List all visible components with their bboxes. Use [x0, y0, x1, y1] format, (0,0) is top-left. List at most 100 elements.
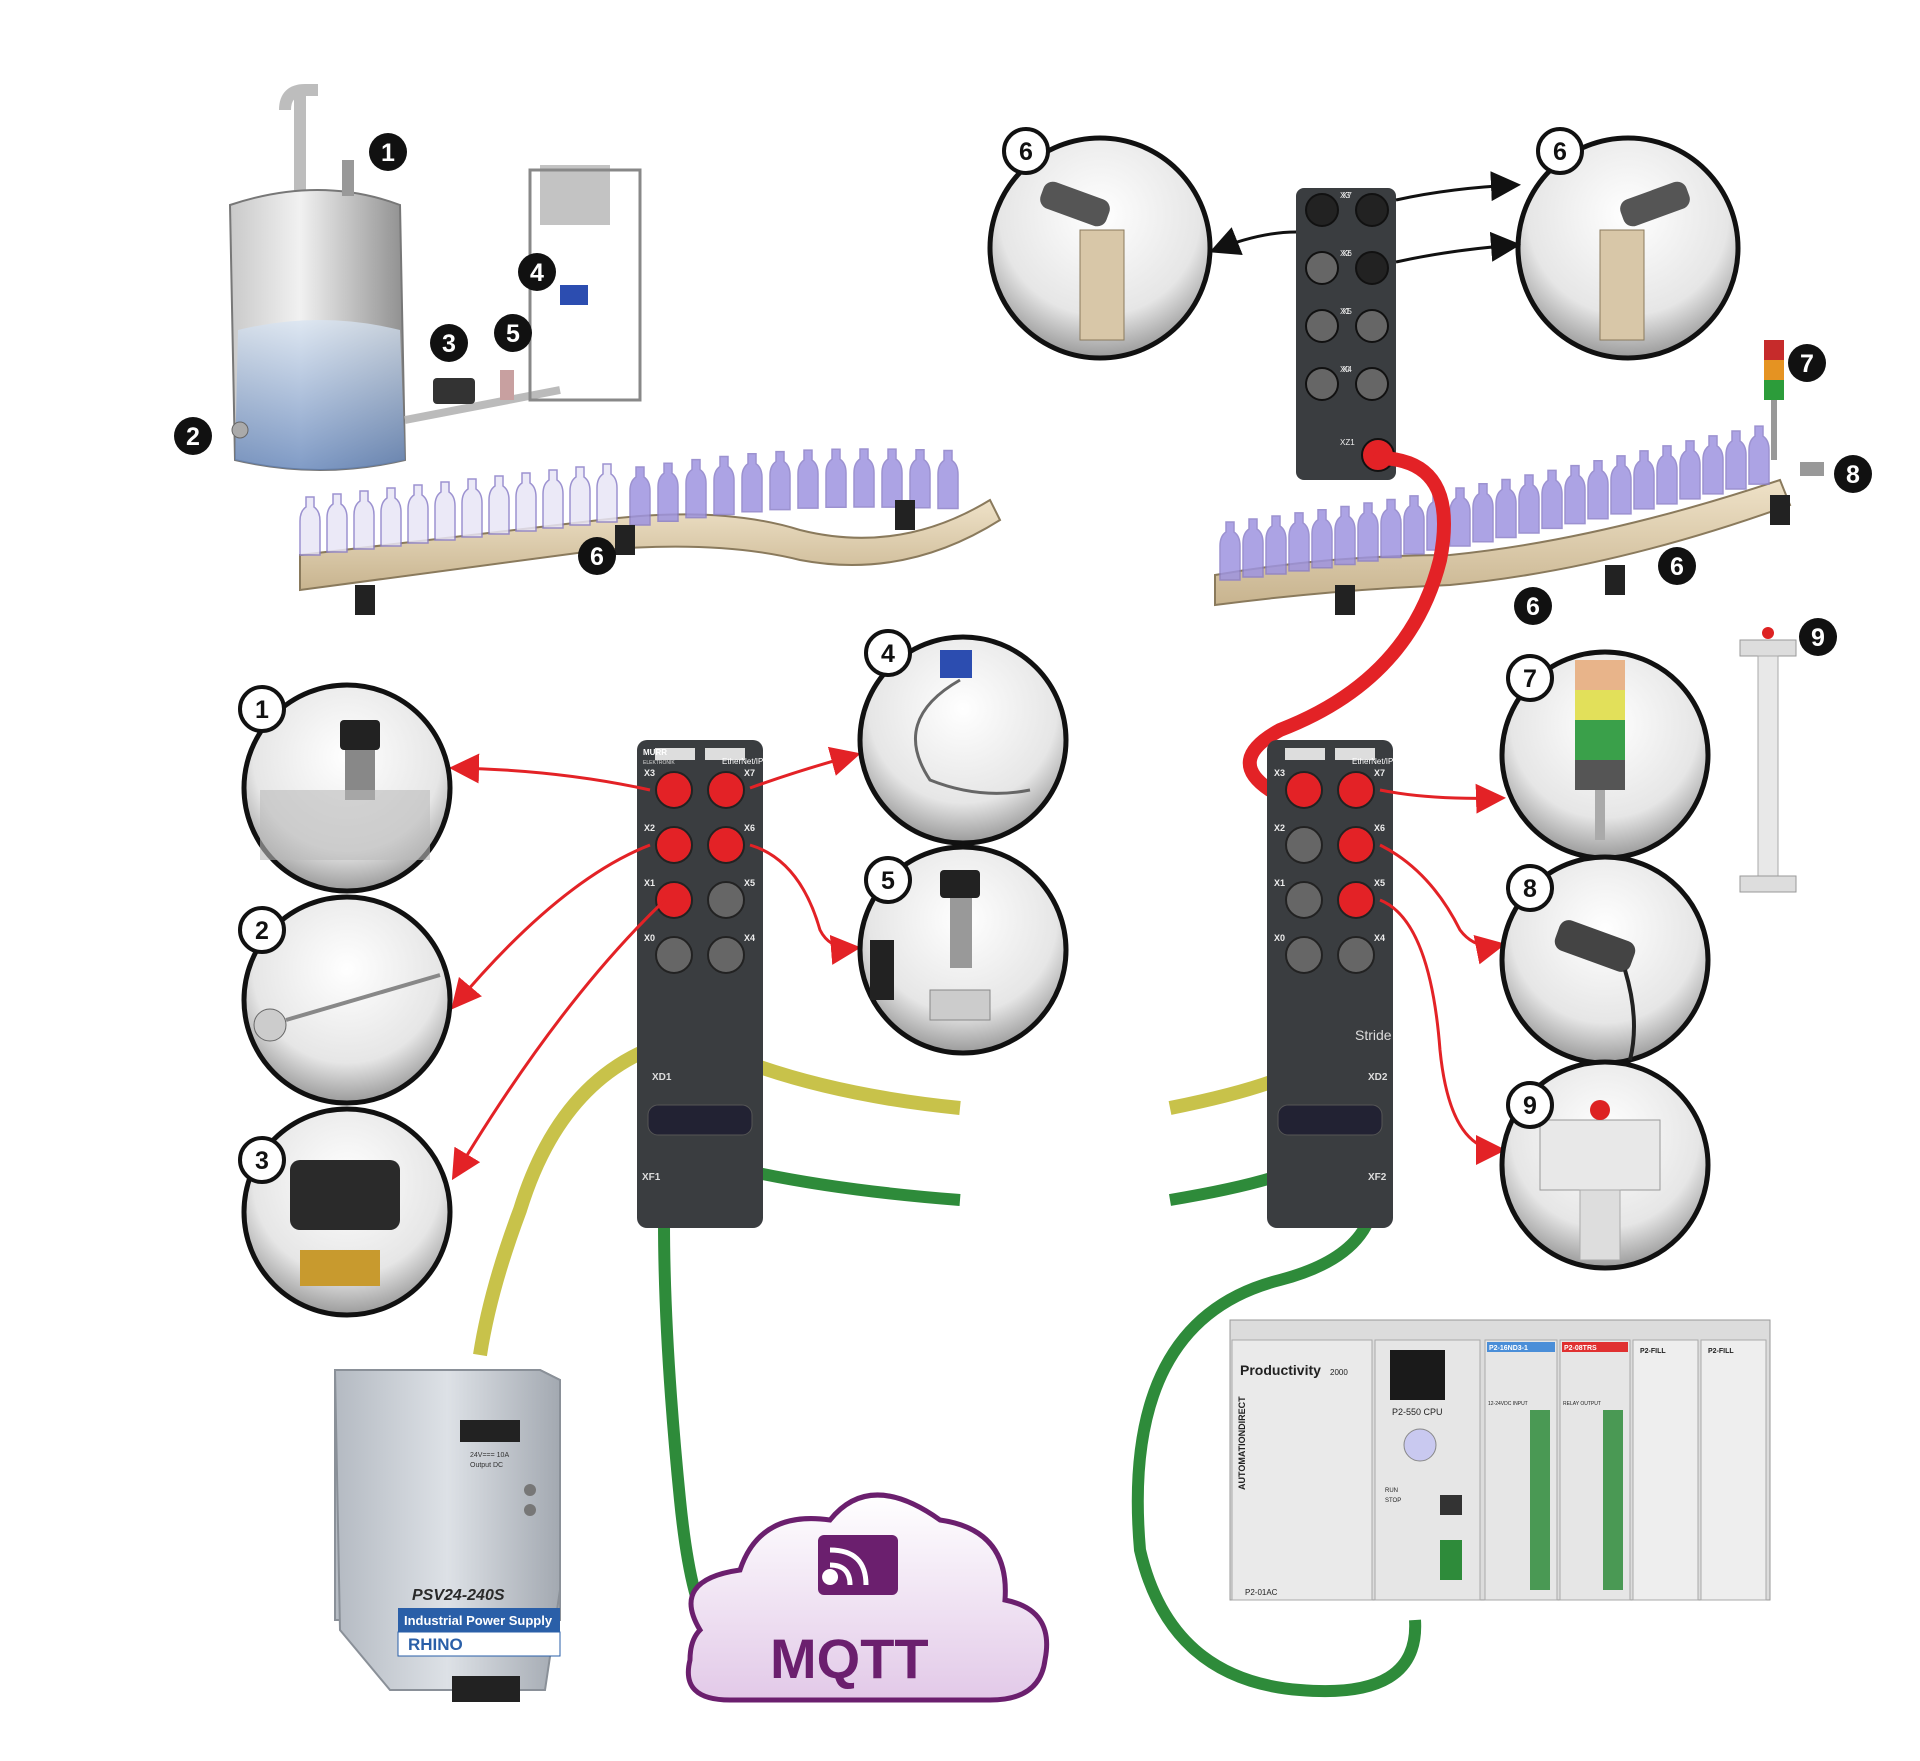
plc-fill-1: P2-FILL — [1640, 1348, 1666, 1355]
flow-sensor-icon — [500, 370, 514, 400]
bottle-icon — [1403, 495, 1425, 555]
temperature-probe-icon — [231, 421, 249, 439]
port-x2 — [1305, 251, 1339, 285]
callout-badge — [494, 314, 532, 352]
bottle-icon — [299, 496, 321, 556]
power-supply: 24V=== 10A Output DC PSV24-240S Industri… — [333, 1369, 561, 1702]
callout-badge — [238, 1136, 286, 1184]
port-label: X1 — [1340, 307, 1350, 316]
port-x6 — [707, 826, 745, 864]
callout-badge — [1506, 1081, 1554, 1129]
device-bubble-5 — [857, 844, 1069, 1056]
plc-rack: Productivity 2000 AUTOMATIONDIRECT P2-01… — [1229, 1319, 1771, 1601]
port-label: X7 — [1374, 768, 1385, 778]
bottle-icon — [1495, 478, 1517, 539]
bottle-icon — [1679, 440, 1701, 500]
plc-fill-2: P2-FILL — [1708, 1348, 1734, 1355]
bottle-icon — [1656, 445, 1678, 505]
level-sensor-icon — [342, 160, 354, 196]
plc-stop: STOP — [1385, 1498, 1401, 1504]
stack-light-top — [1764, 340, 1784, 460]
callout-number: 6 — [1526, 593, 1540, 621]
ps-output: Output DC — [470, 1462, 503, 1469]
port-label: X0 — [1340, 365, 1350, 374]
bottle-icon — [380, 487, 402, 547]
proximity-sensor-top — [1800, 462, 1824, 476]
device-bubble-3 — [241, 1106, 453, 1318]
plc-series: 2000 — [1330, 1368, 1348, 1377]
port-x4 — [1337, 936, 1375, 974]
port-x5 — [707, 881, 745, 919]
io-right-uplink-2: XF2 — [1368, 1172, 1387, 1183]
yellow-cable-ethernet-left — [732, 1051, 961, 1115]
port-x0 — [655, 936, 693, 974]
bottle-icon — [1518, 474, 1540, 534]
mqtt-logo-icon — [818, 1535, 898, 1595]
io-right-uplink-1: XD2 — [1368, 1072, 1388, 1083]
callout-badge — [238, 685, 286, 733]
callout-number: 6 — [1553, 138, 1567, 166]
port-x3 — [655, 771, 693, 809]
callout-number: 8 — [1846, 461, 1860, 489]
bottle-icon — [1702, 435, 1724, 495]
bottle-icon — [326, 493, 348, 553]
bottle-icon — [741, 452, 763, 513]
bottle-icon — [434, 481, 456, 541]
port-label: X5 — [1342, 307, 1352, 316]
bottle-icon — [769, 450, 791, 511]
port-label: X3 — [1340, 191, 1350, 200]
conveyor-left — [299, 448, 1002, 615]
bottle-icon — [797, 449, 819, 509]
callout-number: 3 — [442, 330, 456, 358]
callout-badge — [1506, 864, 1554, 912]
port-x4 — [1355, 367, 1389, 401]
mqtt-cloud: MQTT — [686, 1492, 1050, 1703]
callout-badge — [1514, 587, 1552, 625]
bottle-icon — [1265, 515, 1287, 575]
callout-badge — [1788, 344, 1826, 382]
port-x7 — [1337, 771, 1375, 809]
port-label: X7 — [744, 768, 755, 778]
callout-badge — [430, 324, 468, 362]
bottle-icon — [461, 478, 483, 538]
bottle-icon — [1541, 469, 1563, 530]
plc-power-module — [1231, 1339, 1373, 1601]
callout-badge — [174, 417, 212, 455]
io-left-brand: MURR — [643, 748, 667, 757]
port-label: X2 — [1274, 823, 1285, 833]
bottle-icon — [1633, 450, 1655, 510]
io-left-brand-sub: ELEKTRONIK — [643, 760, 675, 766]
plc-run: RUN — [1385, 1488, 1398, 1494]
port-label: X4 — [1342, 365, 1352, 374]
port-x3 — [1285, 771, 1323, 809]
port-x6 — [1337, 826, 1375, 864]
device-bubble-2 — [241, 894, 453, 1106]
callout-number: 1 — [381, 139, 395, 167]
port-x1 — [655, 881, 693, 919]
plc-relay-caption: RELAY OUTPUT — [1563, 1401, 1601, 1407]
callout-number: 8 — [1523, 875, 1537, 903]
sensor-bubble-6-left — [987, 135, 1213, 361]
callout-number: 2 — [186, 423, 200, 451]
bottle-icon — [685, 458, 707, 519]
port-label: XZ1 — [1340, 438, 1355, 447]
io-block-left: MURR ELEKTRONIK EtherNet/IP X3X2X1X0X7X6… — [637, 740, 763, 1228]
io-left-uplink-2: XF1 — [642, 1172, 661, 1183]
bottle-icon — [909, 448, 931, 509]
bottle-icon — [596, 463, 618, 523]
estop-pedestal — [1739, 627, 1797, 893]
plc-relay-label: P2-08TRS — [1564, 1345, 1597, 1352]
bottle-icon — [881, 448, 903, 508]
port-x2 — [655, 826, 693, 864]
port-x7 — [1355, 193, 1389, 227]
plc-power-label: P2-01AC — [1245, 1588, 1278, 1597]
port-label: X0 — [644, 933, 655, 943]
callout-number: 9 — [1523, 1092, 1537, 1120]
bottle-icon — [1357, 502, 1379, 562]
callout-number: 3 — [255, 1147, 269, 1175]
port-label: X6 — [744, 823, 755, 833]
bottle-icon — [657, 462, 679, 522]
